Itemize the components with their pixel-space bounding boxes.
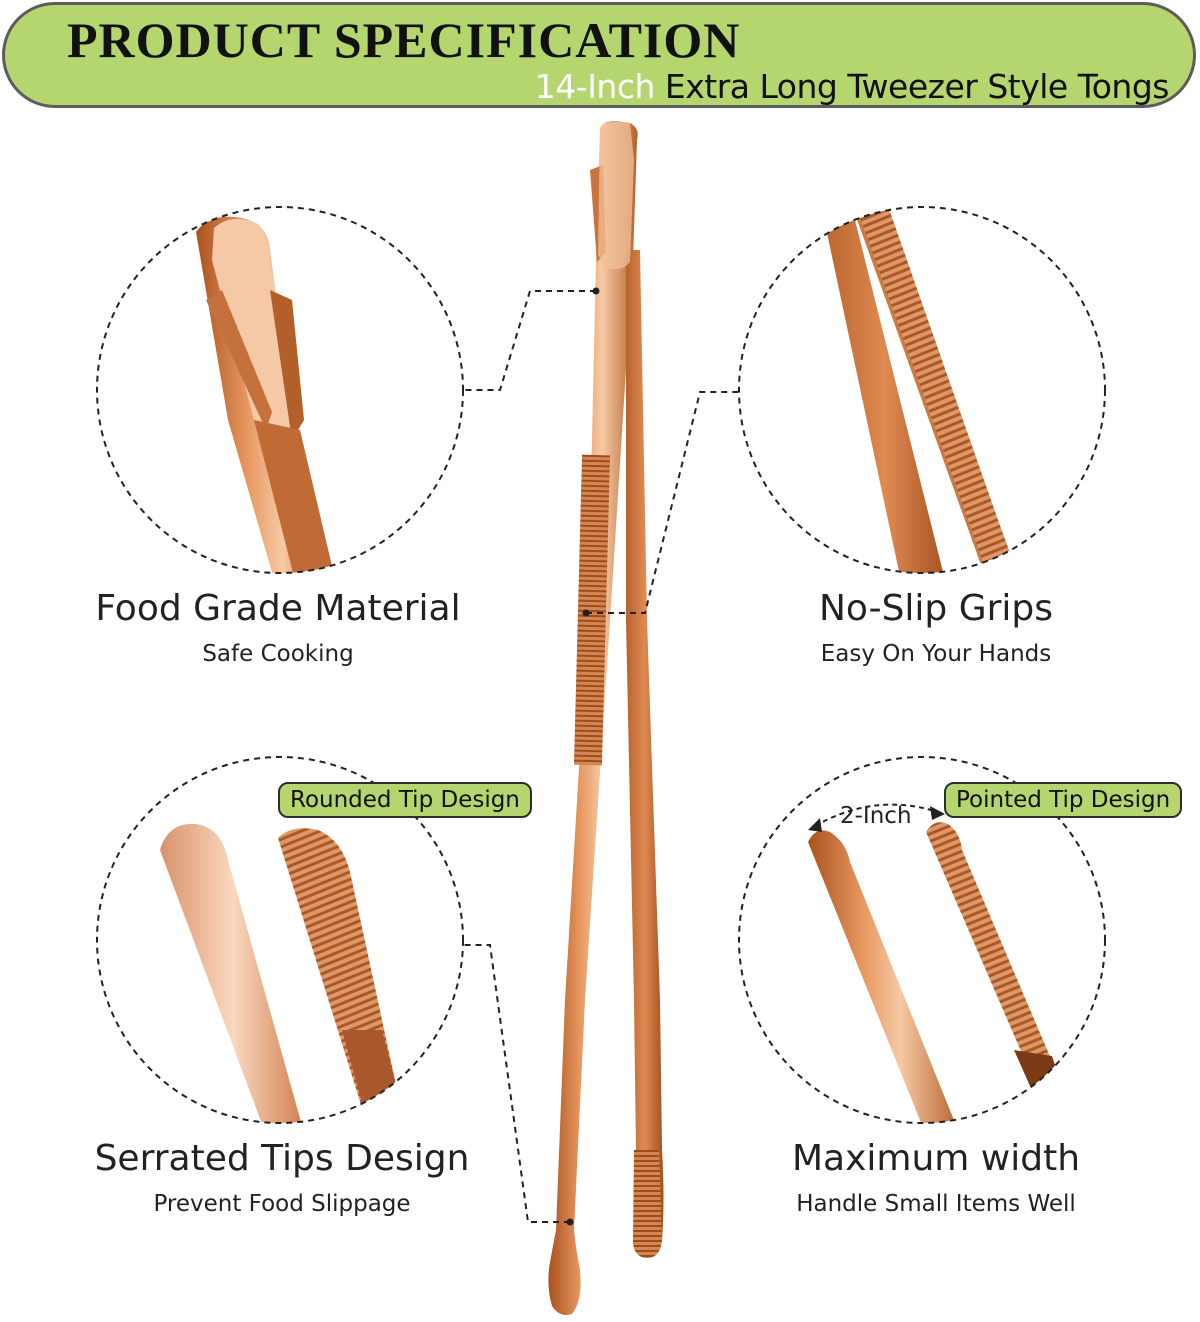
pointed-tip-tag: Pointed Tip Design	[944, 782, 1183, 818]
feature-max-width: Maximum width Handle Small Items Well	[736, 1137, 1136, 1219]
detail-circle-food-grade	[96, 206, 464, 574]
length-highlight: 14-Inch	[534, 67, 656, 106]
page-title: PRODUCT SPECIFICATION	[67, 12, 741, 68]
arrow-head-left	[808, 818, 822, 832]
feature-subtitle: Safe Cooking	[202, 641, 354, 667]
feature-subtitle: Handle Small Items Well	[796, 1191, 1076, 1217]
feature-subtitle: Easy On Your Hands	[820, 641, 1052, 667]
tong-tip-serration	[633, 1150, 662, 1258]
tong-arm-back	[626, 250, 664, 1258]
anchor-dot	[582, 609, 590, 617]
feature-title: Maximum width	[791, 1138, 1081, 1179]
width-label: 2-Inch	[840, 803, 912, 829]
subtitle-text: Extra Long Tweezer Style Tongs	[654, 67, 1170, 106]
anchor-dot	[592, 287, 600, 295]
feature-no-slip: No-Slip Grips Easy On Your Hands	[736, 587, 1136, 669]
tweezer-tongs	[548, 120, 664, 1315]
feature-title: No-Slip Grips	[818, 588, 1054, 629]
feature-food-grade: Food Grade Material Safe Cooking	[78, 587, 478, 669]
arrow-head-right	[930, 806, 945, 820]
feature-subtitle: Prevent Food Slippage	[153, 1191, 411, 1217]
leader-lines	[464, 290, 738, 1223]
leader-line-tips	[464, 944, 570, 1223]
rounded-tip-tag: Rounded Tip Design	[278, 782, 532, 818]
detail-circle-grips	[738, 206, 1106, 574]
header-banner: PRODUCT SPECIFICATION 14-Inch Extra Long…	[2, 2, 1196, 108]
feature-serrated: Serrated Tips Design Prevent Food Slippa…	[62, 1137, 502, 1219]
detail-circle-max-width	[738, 756, 1106, 1124]
grip-serration	[573, 454, 611, 766]
anchor-dot	[566, 1218, 574, 1226]
page-subtitle: 14-Inch Extra Long Tweezer Style Tongs	[534, 67, 1170, 106]
leader-line-top	[464, 290, 596, 391]
width-arrow	[814, 803, 939, 827]
feature-title: Food Grade Material	[95, 588, 461, 629]
feature-title: Serrated Tips Design	[94, 1138, 470, 1179]
